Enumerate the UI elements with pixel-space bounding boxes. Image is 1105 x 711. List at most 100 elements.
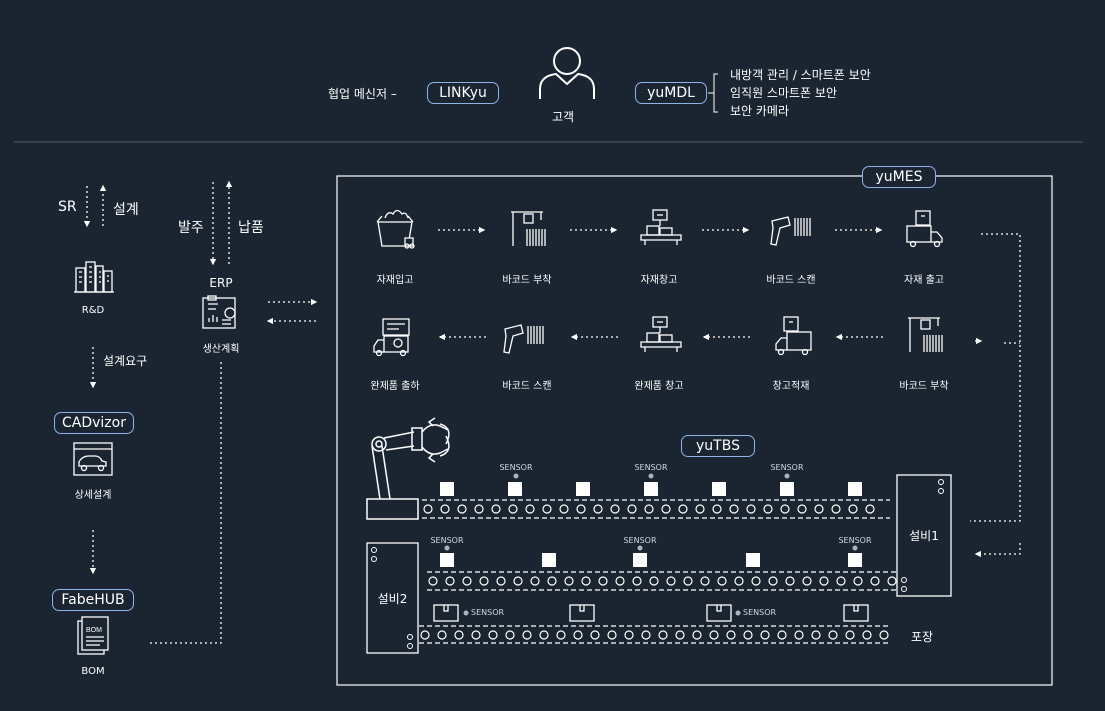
- conveyor-roller: [658, 630, 668, 640]
- conveyor-roller: [768, 576, 778, 586]
- conveyor-roller: [802, 576, 812, 586]
- conveyor-roller: [729, 504, 739, 514]
- conveyor-roller: [573, 630, 583, 640]
- fabehub-badge[interactable]: FabeHUB: [52, 589, 134, 611]
- yumdl-feature-3: 보안 카메라: [730, 104, 790, 118]
- step-material-shipping: 자재 출고: [904, 275, 944, 286]
- conveyor-roller: [576, 504, 586, 514]
- conveyor-roller: [862, 630, 872, 640]
- conveyor-roller: [454, 630, 464, 640]
- messenger-label: 협업 메신저 –: [328, 87, 397, 101]
- delivery-label: 납품: [238, 220, 264, 236]
- conveyor-roller: [717, 576, 727, 586]
- conveyor-roller: [726, 630, 736, 640]
- conveyor-items: [440, 482, 862, 567]
- conveyor-roller: [746, 504, 756, 514]
- conveyor-roller: [641, 630, 651, 640]
- bom-document-icon: BOM: [77, 616, 109, 655]
- conveyor-top-rollers: [423, 504, 875, 514]
- customer-icon: [539, 47, 595, 99]
- conveyor-roller: [423, 504, 433, 514]
- conveyor-roller: [879, 630, 889, 640]
- conveyor-roller: [814, 504, 824, 514]
- cadvizor-badge[interactable]: CADvizor: [54, 412, 134, 434]
- conveyor-roller: [797, 504, 807, 514]
- conveyor-top: [422, 499, 890, 519]
- customer-label: 고객: [552, 110, 575, 124]
- conveyor-roller: [488, 630, 498, 640]
- conveyor-roller: [811, 630, 821, 640]
- conveyor-roller: [522, 630, 532, 640]
- conveyor-roller: [836, 576, 846, 586]
- production-plan-icon: [202, 295, 236, 329]
- conveyor-roller: [525, 504, 535, 514]
- conveyor-roller: [785, 576, 795, 586]
- conveyor-roller: [556, 630, 566, 640]
- conveyor-roller: [853, 576, 863, 586]
- step-material-receiving: 자재입고: [376, 275, 414, 286]
- conveyor-roller: [777, 630, 787, 640]
- conveyor-bottom: [419, 625, 890, 644]
- conveyor-roller: [581, 576, 591, 586]
- conveyor-roller: [590, 630, 600, 640]
- sensor-dots: [444, 473, 858, 616]
- step-warehouse-loading: 창고적재: [772, 381, 810, 392]
- linkyu-badge[interactable]: LINKyu: [427, 82, 499, 104]
- sensor-label-1: SENSOR: [499, 463, 533, 472]
- conveyor-roller: [780, 504, 790, 514]
- product-warehouse-icon: [640, 316, 682, 352]
- equipment2-label: 설비2: [377, 592, 408, 606]
- conveyor-roller: [505, 630, 515, 640]
- yumdl-badge[interactable]: yuMDL: [635, 82, 707, 104]
- equipment1-label: 설비1: [909, 529, 939, 543]
- conveyor-roller: [865, 504, 875, 514]
- conveyor-roller: [848, 504, 858, 514]
- sensor-label-6: SENSOR: [838, 536, 872, 545]
- conveyor-roller: [491, 504, 501, 514]
- yumes-frame: [336, 175, 1053, 686]
- conveyor-roller: [598, 576, 608, 586]
- conveyor-roller: [615, 576, 625, 586]
- packaging-label: 포장: [911, 630, 934, 644]
- conveyor-roller: [709, 630, 719, 640]
- conveyor-roller: [474, 504, 484, 514]
- conveyor-roller: [751, 576, 761, 586]
- product-shipping-icon: [373, 318, 410, 357]
- packaged-boxes: [433, 604, 869, 622]
- step-product-warehouse: 완제품 창고: [634, 381, 684, 392]
- equipment2-lights: [371, 547, 413, 649]
- conveyor-roller: [712, 504, 722, 514]
- conveyor-middle-rollers: [428, 576, 897, 586]
- conveyor-roller: [870, 576, 880, 586]
- sensor-label-5: SENSOR: [623, 536, 657, 545]
- conveyor-roller: [593, 504, 603, 514]
- bom-to-erp-line: [150, 360, 222, 644]
- yutbs-badge[interactable]: yuTBS: [681, 435, 755, 457]
- barcode-attach-icon: [511, 211, 546, 246]
- erp-label: ERP: [209, 276, 233, 290]
- conveyor-roller: [559, 504, 569, 514]
- step-barcode-attach-2: 바코드 부착: [899, 381, 949, 392]
- conveyor-roller: [440, 504, 450, 514]
- conveyor-roller: [445, 576, 455, 586]
- yumes-badge[interactable]: yuMES: [862, 166, 936, 188]
- conveyor-roller: [734, 576, 744, 586]
- material-shipping-icon: [906, 210, 943, 248]
- conveyor-roller: [678, 504, 688, 514]
- conveyor-roller: [692, 630, 702, 640]
- conveyor-roller: [542, 504, 552, 514]
- conveyor-roller: [462, 576, 472, 586]
- sensor-label-8: SENSOR: [743, 608, 777, 617]
- sensor-label-4: SENSOR: [430, 536, 464, 545]
- conveyor-bottom-rollers: [420, 630, 889, 640]
- robot-arm-icon: [366, 417, 450, 520]
- buildings-icon: [74, 261, 114, 293]
- yumdl-bracket: [708, 73, 718, 113]
- conveyor-roller: [760, 630, 770, 640]
- conveyor-roller: [819, 576, 829, 586]
- material-receiving-icon: [376, 209, 415, 249]
- yumdl-feature-1: 내방객 관리 / 스마트폰 보안: [730, 68, 871, 82]
- conveyor-roller: [661, 504, 671, 514]
- conveyor-roller: [607, 630, 617, 640]
